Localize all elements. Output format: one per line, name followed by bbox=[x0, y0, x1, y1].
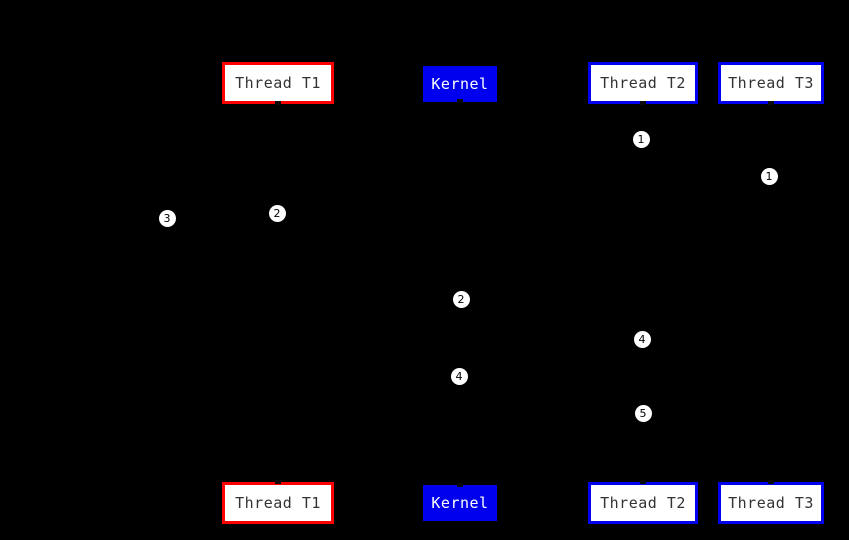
step-badge-3: 3 bbox=[158, 209, 176, 227]
participant-box-kernel-top[interactable]: Kernel bbox=[423, 66, 497, 102]
arrow-head-icon bbox=[277, 372, 285, 380]
lifeline-nub bbox=[640, 480, 646, 484]
step-badge-4: 4 bbox=[450, 367, 468, 385]
lifeline-nub bbox=[640, 101, 646, 105]
participant-label: Thread T2 bbox=[600, 73, 686, 92]
participant-box-kernel-bottom[interactable]: Kernel bbox=[423, 485, 497, 521]
lifeline-nub bbox=[768, 480, 774, 484]
participant-box-t1-top[interactable]: Thread T1 bbox=[222, 62, 334, 104]
participant-label: Kernel bbox=[431, 493, 489, 512]
participant-box-t2-top[interactable]: Thread T2 bbox=[588, 62, 698, 104]
lifeline-nub bbox=[768, 101, 774, 105]
message-arrow-kernel-to-t2 bbox=[460, 335, 644, 343]
participant-label: Thread T3 bbox=[728, 73, 814, 92]
step-badge-number: 3 bbox=[163, 211, 171, 225]
step-badge-number: 1 bbox=[765, 169, 773, 183]
step-badge-2: 2 bbox=[268, 204, 286, 222]
step-badge-2: 2 bbox=[452, 290, 470, 308]
participant-label: Kernel bbox=[431, 74, 489, 93]
message-arrow-kernel-to-t1 bbox=[277, 210, 460, 218]
step-badge-number: 2 bbox=[457, 292, 465, 306]
step-badge-number: 4 bbox=[638, 332, 646, 346]
participant-box-t2-bottom[interactable]: Thread T2 bbox=[588, 482, 698, 524]
lifeline-nub bbox=[457, 483, 463, 487]
step-badge-number: 4 bbox=[455, 369, 463, 383]
arrow-head-icon bbox=[459, 172, 467, 180]
step-badge-5: 5 bbox=[634, 404, 652, 422]
lifeline-nub bbox=[275, 101, 281, 105]
step-badge-number: 2 bbox=[273, 206, 281, 220]
message-arrow-t1-to-kernel bbox=[278, 295, 461, 303]
participant-label: Thread T3 bbox=[728, 493, 814, 512]
message-arrow-t2-to-kernel bbox=[459, 135, 643, 143]
lifeline-nub bbox=[457, 99, 463, 103]
message-arrow-t3-to-kernel bbox=[459, 172, 771, 180]
participant-label: Thread T2 bbox=[600, 493, 686, 512]
arrow-head-icon bbox=[459, 135, 467, 143]
participant-label: Thread T1 bbox=[235, 73, 321, 92]
step-badge-number: 1 bbox=[637, 132, 645, 146]
message-arrow-kernel-to-t2 bbox=[460, 409, 644, 417]
participant-box-t1-bottom[interactable]: Thread T1 bbox=[222, 482, 334, 524]
message-arrow-kernel-to-t1 bbox=[277, 372, 460, 380]
lifeline-nub bbox=[275, 480, 281, 484]
participant-box-t3-top[interactable]: Thread T3 bbox=[718, 62, 824, 104]
participant-box-t3-bottom[interactable]: Thread T3 bbox=[718, 482, 824, 524]
step-badge-1: 1 bbox=[760, 167, 778, 185]
participant-label: Thread T1 bbox=[235, 493, 321, 512]
step-badge-1: 1 bbox=[632, 130, 650, 148]
step-badge-4: 4 bbox=[633, 330, 651, 348]
step-badge-number: 5 bbox=[639, 406, 647, 420]
lifeline-t3 bbox=[771, 104, 772, 482]
lifeline-t1 bbox=[278, 104, 279, 482]
lifeline-t2 bbox=[643, 104, 644, 482]
